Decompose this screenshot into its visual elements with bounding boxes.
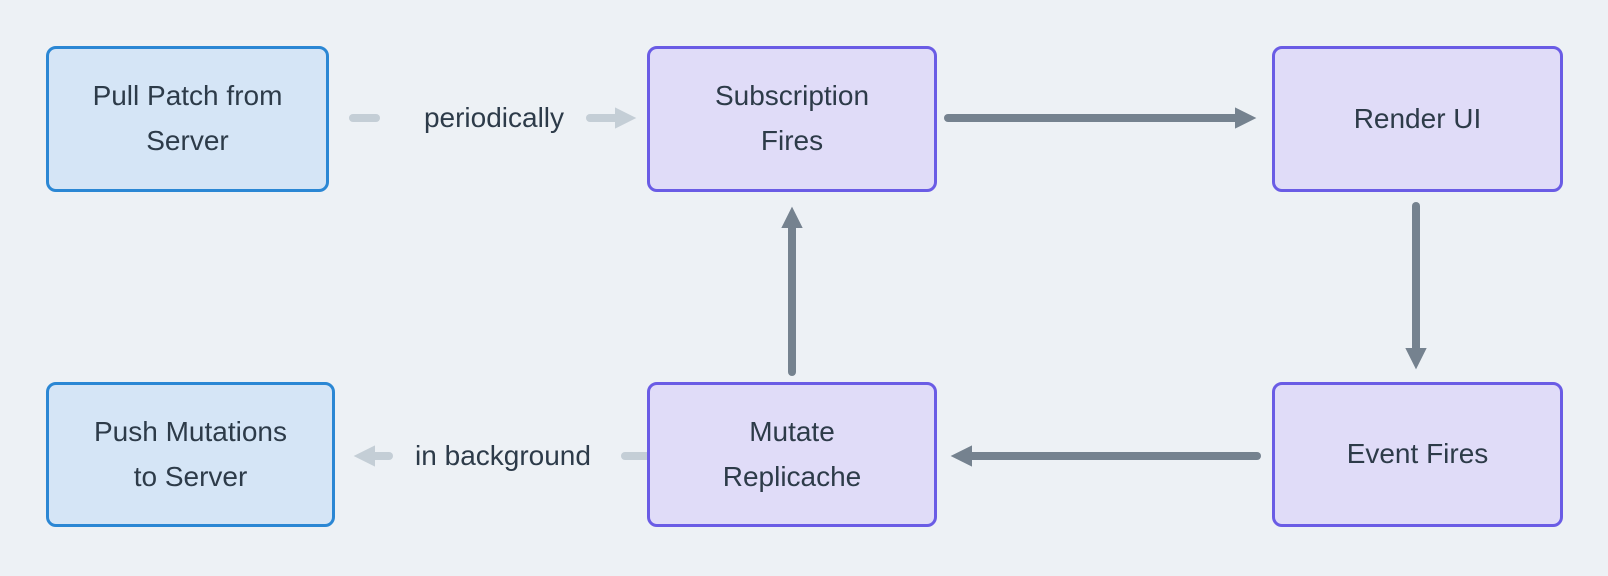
node-label: Mutate Replicache	[722, 415, 862, 492]
node-render-ui: Render UI	[1272, 46, 1563, 192]
node-subscription-fires: Subscription Fires	[647, 46, 937, 192]
edge-label-periodically: periodically	[423, 102, 565, 133]
node-mutate-replicache: Mutate Replicache	[647, 382, 937, 527]
node-push-mutations-to-server: Push Mutations to Server	[46, 382, 335, 527]
edge-label-in-background: in background	[415, 440, 591, 471]
node-label: Push Mutations to Server	[94, 415, 287, 492]
node-label: Event Fires	[1346, 438, 1489, 470]
node-label: Render UI	[1353, 102, 1482, 134]
node-label: Pull Patch from Server	[92, 80, 283, 156]
node-label: Subscription Fires	[714, 80, 870, 156]
node-pull-patch-from-server: Pull Patch from Server	[46, 46, 329, 192]
node-event-fires: Event Fires	[1272, 382, 1563, 527]
